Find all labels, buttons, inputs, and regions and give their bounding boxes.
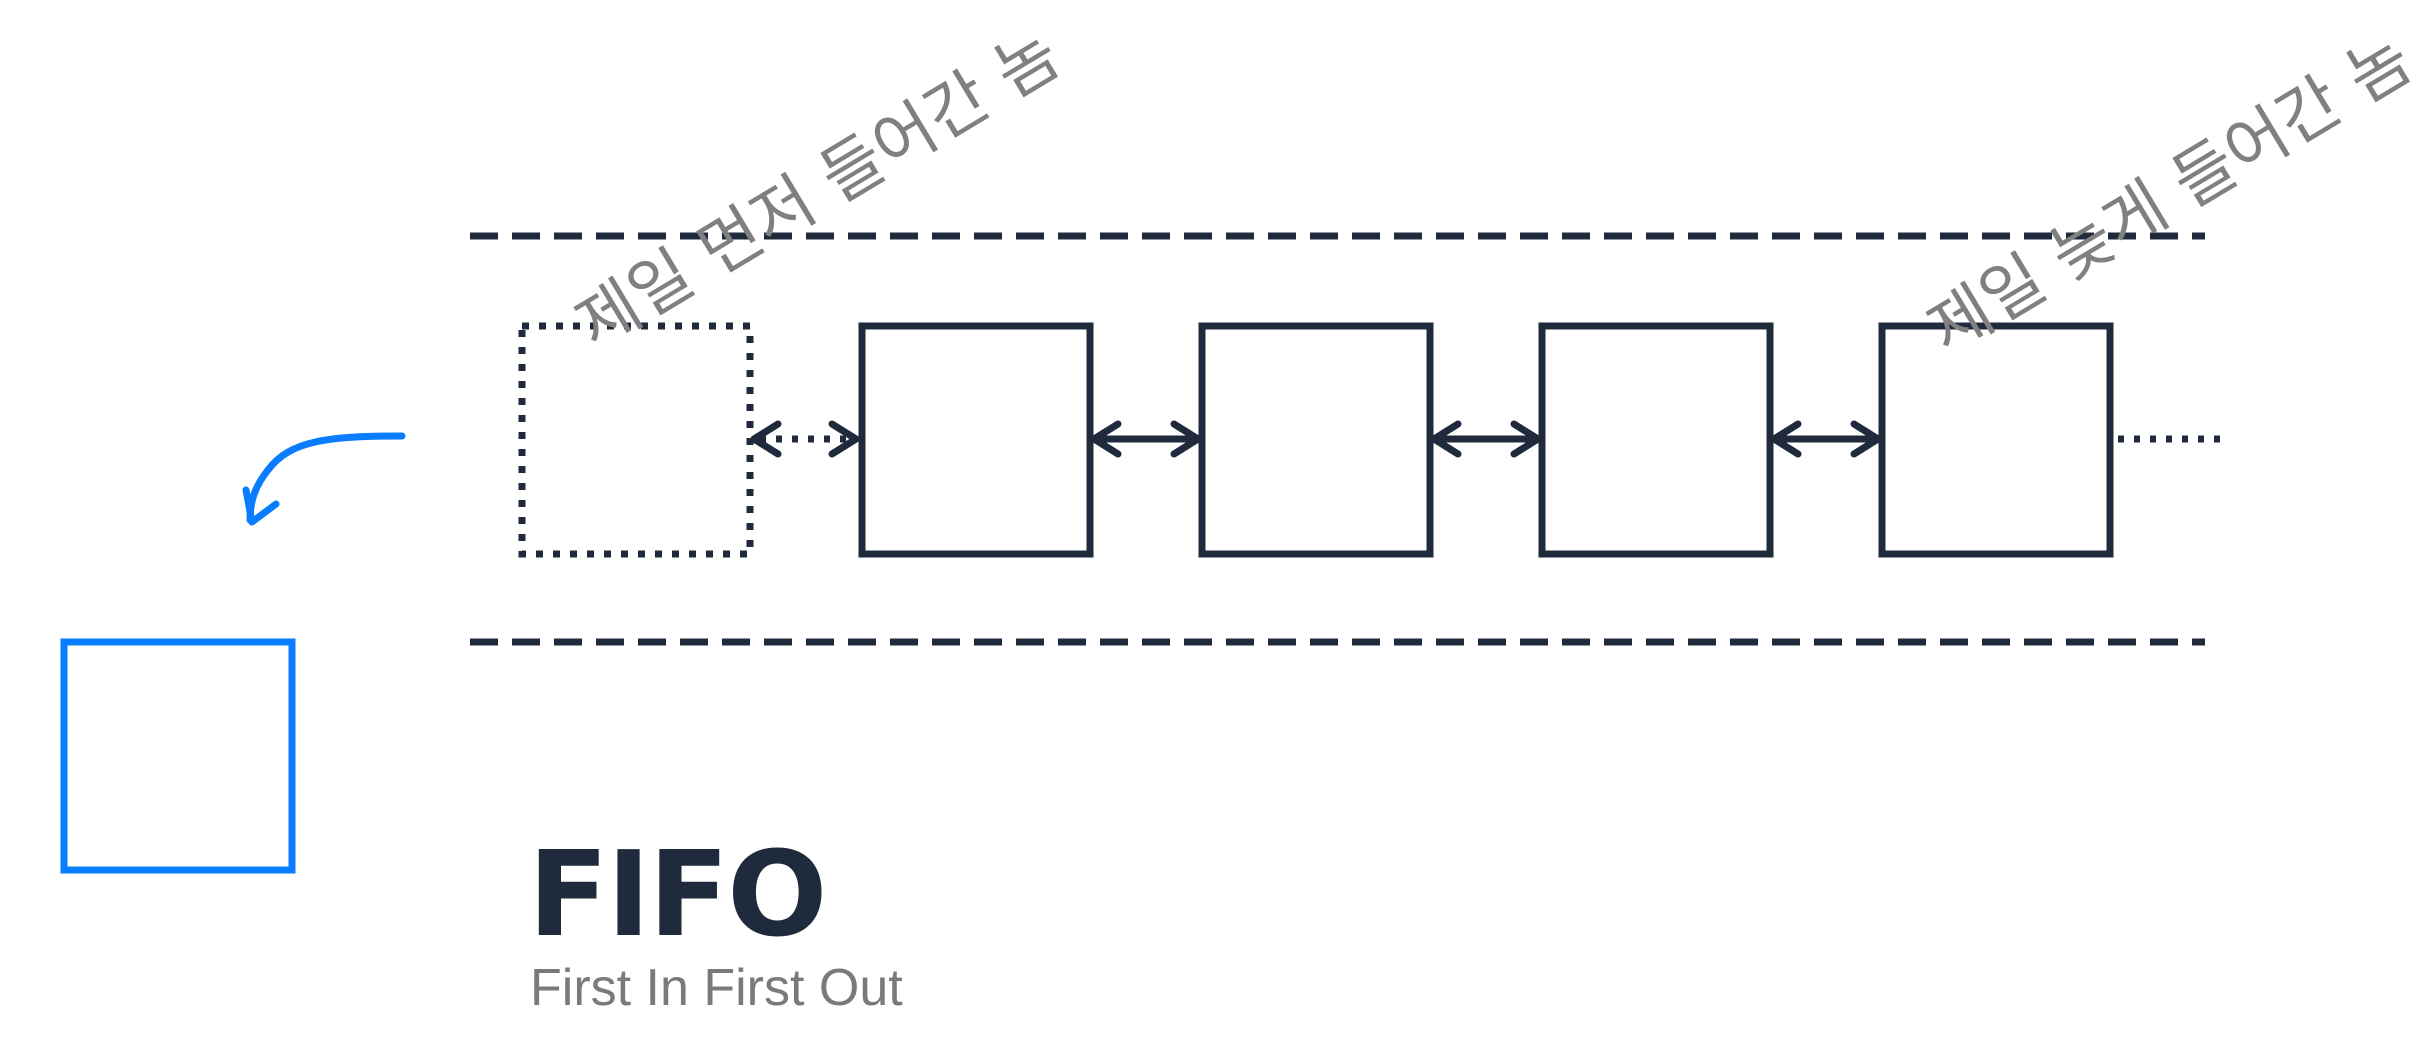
arrowhead-right xyxy=(1510,420,1542,458)
arrowhead-right xyxy=(828,420,860,458)
queue-node xyxy=(858,322,1094,558)
arrowhead-left xyxy=(1770,420,1802,458)
diagram-subtitle: First In First Out xyxy=(530,959,903,1017)
dequeued-node xyxy=(60,638,296,874)
dequeue-arrowhead xyxy=(242,486,280,526)
arrowhead-right xyxy=(1850,420,1882,458)
arrowhead-left xyxy=(750,420,782,458)
diagram-title: FIFO xyxy=(528,825,827,963)
arrowhead-left xyxy=(1090,420,1122,458)
arrowhead-right xyxy=(1170,420,1202,458)
queue-node xyxy=(1878,322,2114,558)
removed-node-placeholder xyxy=(518,322,754,558)
queue-node xyxy=(1538,322,1774,558)
arrowhead-left xyxy=(1430,420,1462,458)
dequeue-arrow xyxy=(246,432,406,524)
queue-node xyxy=(1198,322,1434,558)
